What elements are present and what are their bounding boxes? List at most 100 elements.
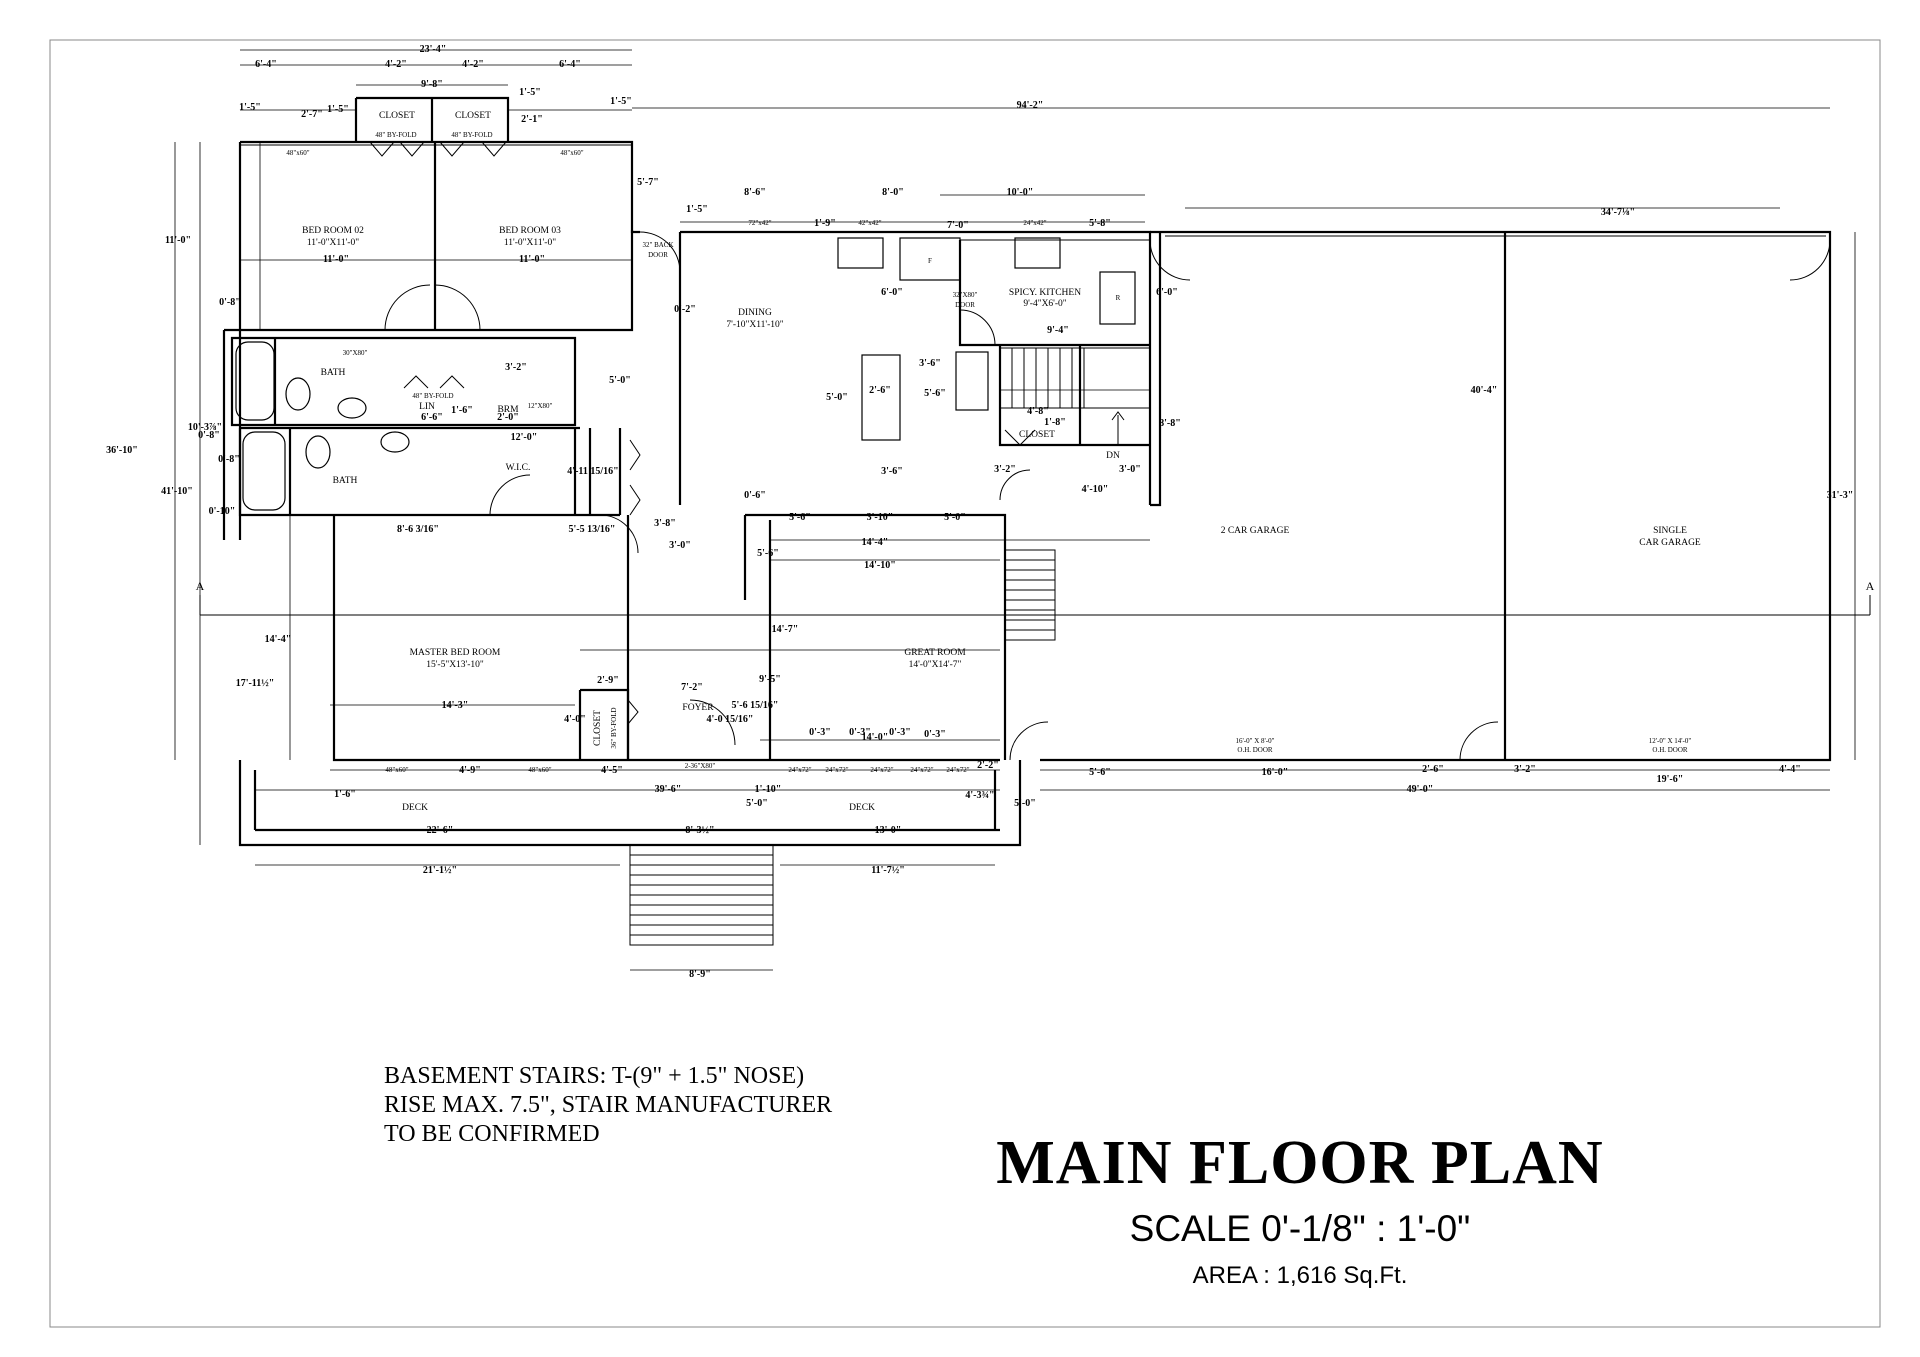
dimension-d89: 3'-2"	[1514, 764, 1536, 775]
deck-1: DECK	[402, 803, 428, 813]
dimension-d20: 7'-0"	[947, 220, 969, 231]
dimension-lines	[174, 49, 1856, 971]
bifold-1: 48" BY-FOLD	[375, 131, 416, 139]
door-2-36x80: 2-36"X80"	[685, 762, 716, 770]
dimension-d81: 0'-3"	[889, 727, 911, 738]
dimension-d52: 3'-6"	[881, 466, 903, 477]
dimension-d64: 14'-4"	[862, 537, 889, 548]
dimension-d1: 23'-4"	[420, 44, 447, 55]
master-bed-size: 15'-5"X13'-10"	[426, 660, 484, 670]
door-swings	[369, 141, 1831, 761]
dimension-d34: 2'-6"	[869, 385, 891, 396]
dimension-d7: 1'-5"	[239, 102, 261, 113]
dimension-d38: 1'-8"	[1044, 417, 1066, 428]
window-48x60-b: 48"x60"	[560, 149, 583, 157]
side-stairs	[1004, 549, 1056, 641]
dimension-d12: 1'-5"	[610, 96, 632, 107]
dimension-d6: 9'-8"	[421, 79, 443, 90]
bifold-4: 36" BY-FOLD	[610, 707, 618, 748]
dimension-d15: 8'-6"	[744, 187, 766, 198]
dimension-d46: 6'-6"	[421, 412, 443, 423]
dimension-d57: 5'-6"	[789, 512, 811, 523]
dining-name: DINING	[738, 308, 772, 318]
wic: W.I.C.	[506, 463, 531, 473]
dimension-d36: 5'-6"	[924, 388, 946, 399]
dimension-d40: 36'-10"	[106, 445, 138, 456]
spicy-kitchen-size: 9'-4"X6'-0"	[1023, 299, 1066, 309]
section-markers: A A	[196, 579, 1875, 593]
great-room-size: 14'-0"X14'-7"	[909, 660, 962, 670]
dimension-d71: 2'-9"	[597, 675, 619, 686]
dimension-d50: 4'-11 15/16"	[567, 466, 618, 477]
window-24x72-e: 24"x72"	[946, 766, 969, 774]
dimension-d16: 8'-0"	[882, 187, 904, 198]
dimension-d13: 94'-2"	[1017, 100, 1044, 111]
brm: BRM	[497, 405, 519, 415]
dimension-d100: 8'-3½"	[685, 825, 714, 836]
dimension-d97: 4'-3¾"	[965, 790, 994, 801]
dimension-d92: 1'-6"	[334, 789, 356, 800]
dimension-d39: 40'-4"	[1471, 385, 1498, 396]
door-12x80: 12"X80"	[528, 402, 553, 410]
dimension-d5: 6'-4"	[559, 59, 581, 70]
dimension-d9: 1'-5"	[327, 104, 349, 115]
dimension-d76: 5'-6 15/16"	[732, 700, 779, 711]
bifold-2: 48" BY-FOLD	[451, 131, 492, 139]
dimension-d43: 0'-8"	[198, 430, 220, 441]
dimension-d26: 0'-8"	[219, 297, 241, 308]
dimension-d95: 49'-0"	[1407, 784, 1434, 795]
dimension-d24: 11'-0"	[323, 254, 349, 265]
dimension-d66: 5'-6"	[757, 548, 779, 559]
section-marker-right: A	[1866, 579, 1875, 593]
bath-1: BATH	[321, 368, 346, 378]
dimension-d90: 19'-6"	[1657, 774, 1684, 785]
ohdoor-16b: O.H. DOOR	[1237, 746, 1273, 754]
dimension-d3: 4'-2"	[385, 59, 407, 70]
dimension-d58: 3'-10"	[867, 512, 894, 523]
section-line	[199, 595, 1871, 616]
great-room-name: GREAT ROOM	[904, 648, 966, 658]
garage-single-name1: SINGLE	[1653, 526, 1687, 536]
master-bed-name: MASTER BED ROOM	[410, 648, 501, 658]
window-24x72-d: 24"x72"	[910, 766, 933, 774]
dimension-d28: 6'-0"	[881, 287, 903, 298]
dimension-d94: 1'-10"	[755, 784, 782, 795]
closet-4: CLOSET	[593, 710, 603, 746]
dimension-d78: 0'-3"	[809, 727, 831, 738]
dimension-d14: 5'-7"	[637, 177, 659, 188]
dimension-d98: 5'-0"	[1014, 798, 1036, 809]
section-marker-left: A	[196, 579, 205, 593]
dn: DN	[1106, 451, 1120, 461]
bed-03-name: BED ROOM 03	[499, 226, 561, 236]
dimension-d30: 6'-0"	[1156, 287, 1178, 298]
dimension-d77: 4'-0 15/16"	[707, 714, 754, 725]
dimension-d75: 4'-0"	[564, 714, 586, 725]
dimension-d49: 12'-0"	[511, 432, 538, 443]
dimension-d59: 5'-0"	[944, 512, 966, 523]
window-42x42: 42"x42"	[858, 219, 881, 227]
ohdoor-12b: O.H. DOOR	[1652, 746, 1688, 754]
dimension-d84: 4'-5"	[601, 765, 623, 776]
window-24x42: 24"x42"	[1023, 219, 1046, 227]
lin: LIN	[419, 402, 435, 412]
dining-size: 7'-10"X11'-10"	[726, 320, 783, 330]
closet-1: CLOSET	[379, 111, 415, 121]
dimension-d67: 31'-3"	[1827, 490, 1854, 501]
range: R	[1116, 294, 1121, 302]
drawing-title: MAIN FLOOR PLAN	[996, 1129, 1604, 1197]
dimension-d55: 4'-10"	[1082, 484, 1109, 495]
dimension-d41: 41'-10"	[161, 486, 193, 497]
dimension-d48: 2'-0"	[497, 412, 519, 423]
dimension-d80: 14'-0"	[862, 732, 889, 743]
dimension-d86: 5'-6"	[1089, 767, 1111, 778]
foyer: FOYER	[682, 703, 714, 713]
dimension-texts: 23'-4" 6'-4" 4'-2" 4'-2" 6'-4" 9'-8" 1'-…	[106, 44, 1853, 980]
dimension-d83: 4'-9"	[459, 765, 481, 776]
dimension-d102: 21'-1½"	[423, 865, 457, 876]
room-labels: BED ROOM 02 11'-0"X11'-0" BED ROOM 03 11…	[302, 111, 1701, 813]
dimension-d103: 11'-7½"	[871, 865, 905, 876]
dimension-d53: 3'-2"	[994, 464, 1016, 475]
dimension-d60: 8'-6 3/16"	[397, 524, 439, 535]
bifold-3: 48" BY-FOLD	[412, 392, 453, 400]
dimension-d51: 8'-8"	[1159, 418, 1181, 429]
